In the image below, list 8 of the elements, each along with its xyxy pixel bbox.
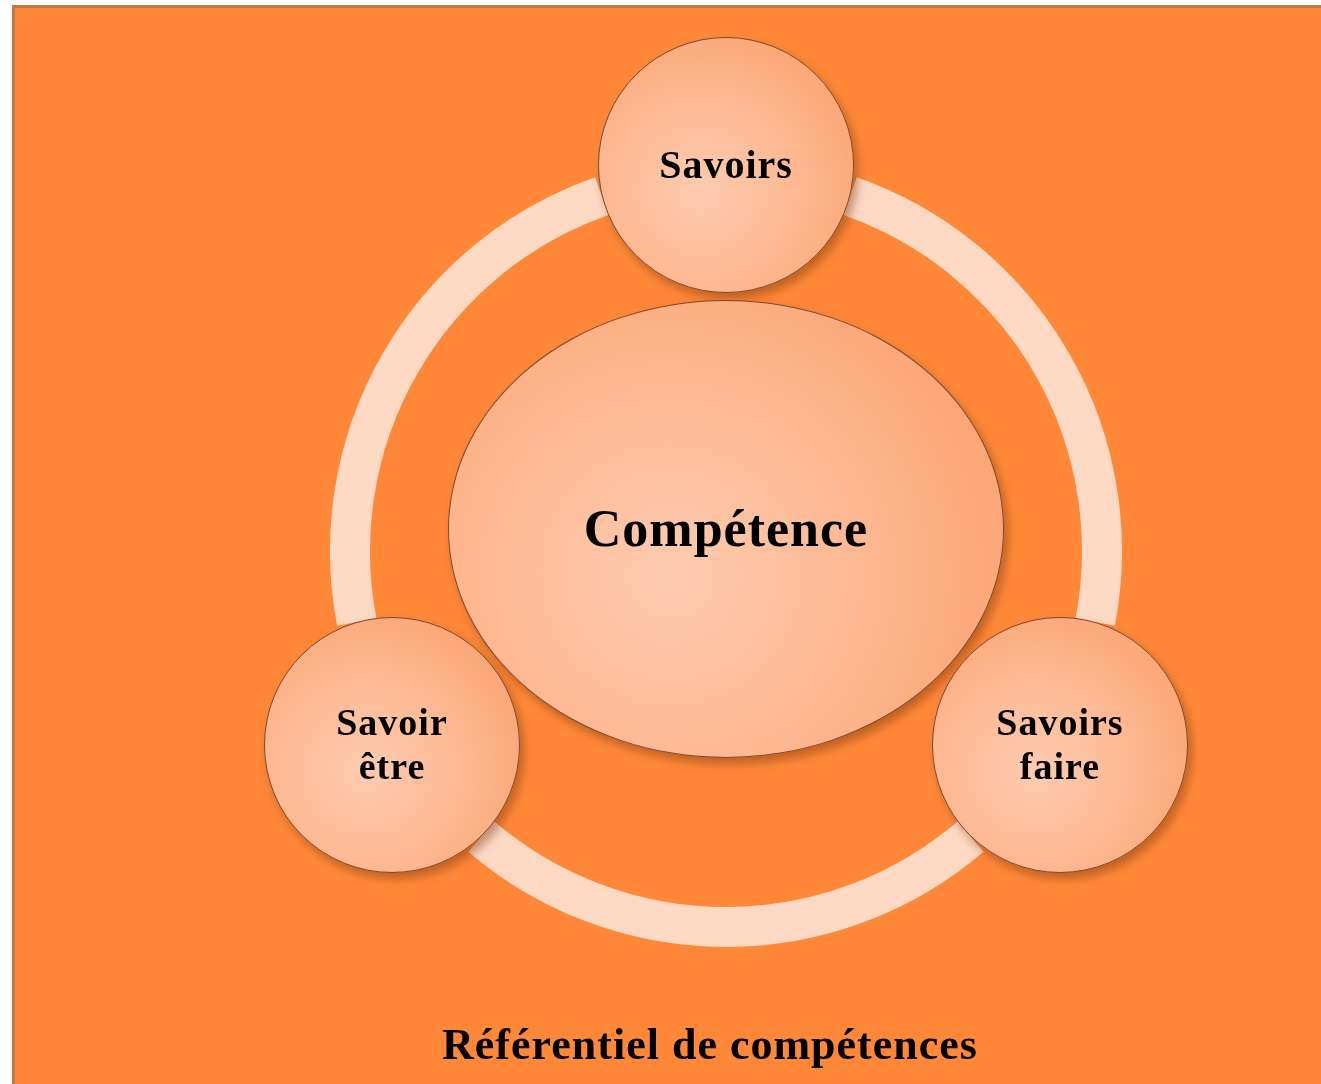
ring-segment bbox=[330, 177, 610, 625]
node-label: Savoirs bbox=[659, 142, 793, 188]
ring-segment bbox=[842, 177, 1122, 625]
node-label: Savoir être bbox=[335, 701, 449, 789]
ring-segment bbox=[469, 820, 983, 947]
caption: Référentiel de compétences bbox=[441, 1019, 979, 1071]
node-label: Compétence bbox=[583, 499, 869, 559]
node-label: Savoirs faire bbox=[995, 701, 1125, 789]
